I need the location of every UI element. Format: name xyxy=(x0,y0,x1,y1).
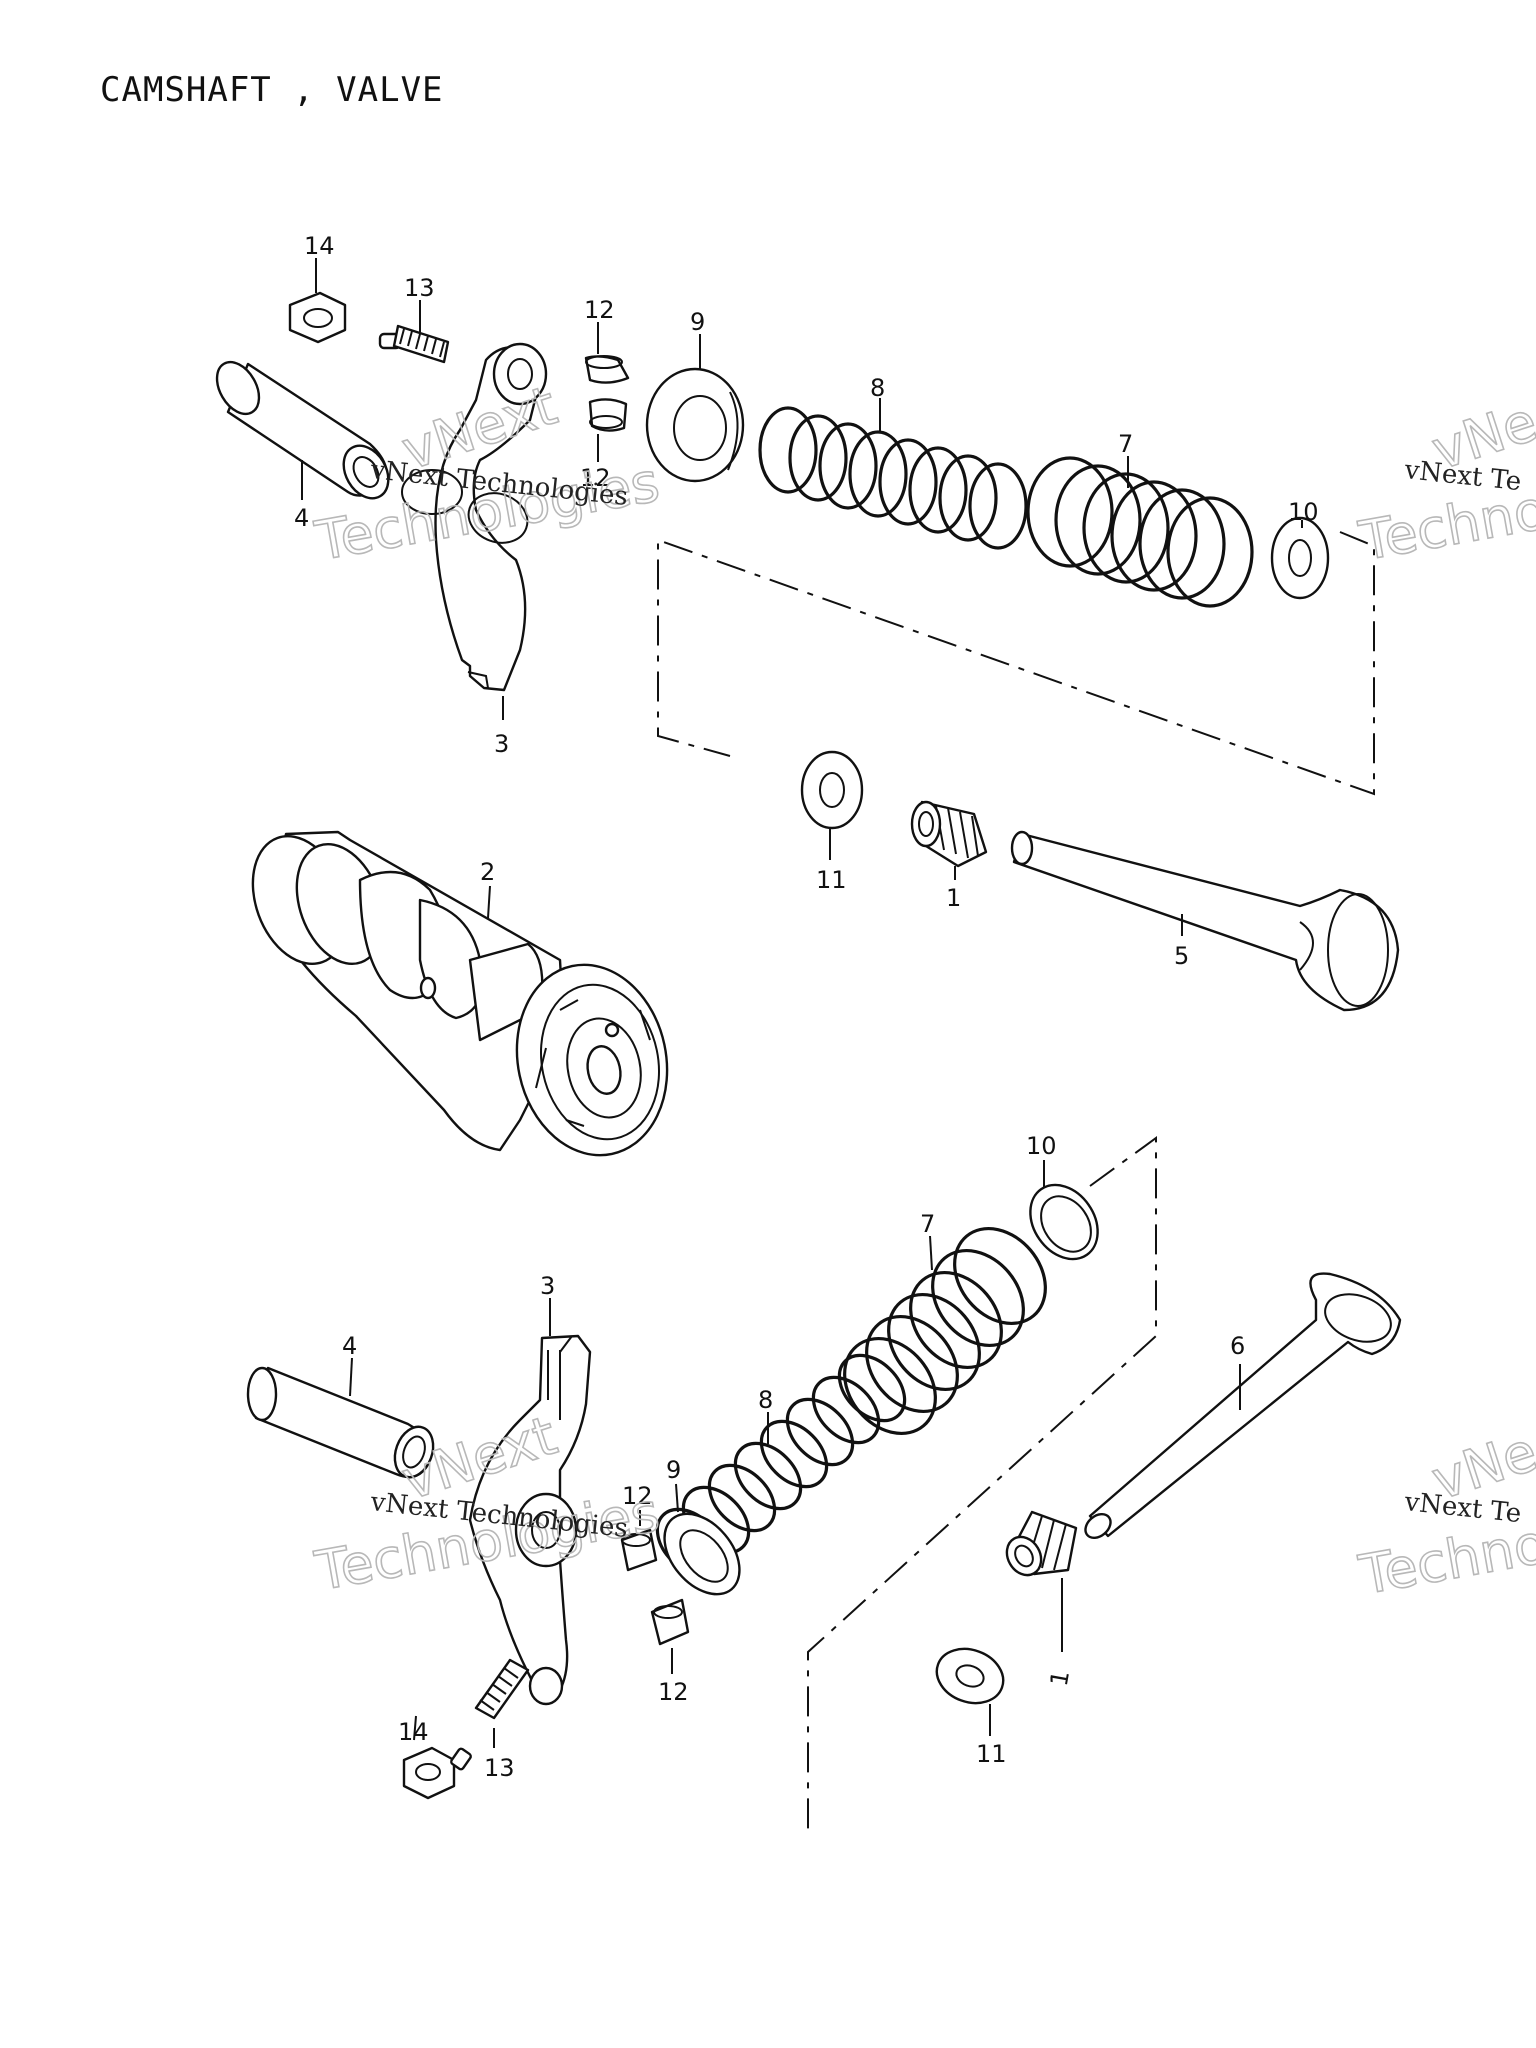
callout-9-top: 9 xyxy=(690,308,705,336)
callout-1-bottom: 1 xyxy=(1045,1668,1075,1688)
spring-seat-bottom xyxy=(1029,1183,1099,1261)
callout-8-top: 8 xyxy=(870,374,885,402)
assembly-axis-line-top xyxy=(657,531,1375,796)
callout-7-bottom: 7 xyxy=(920,1210,935,1238)
callout-8-bottom: 8 xyxy=(758,1386,773,1414)
washer-top xyxy=(800,750,864,830)
adjusting-screw-bottom xyxy=(450,1658,530,1771)
callout-7-top: 7 xyxy=(1118,430,1133,458)
callout-1-top: 1 xyxy=(946,884,961,912)
hex-nut-bottom xyxy=(402,1746,456,1800)
watermark-right-top-techno: Techno xyxy=(1354,478,1536,573)
inner-valve-spring-top xyxy=(758,406,1028,550)
spring-seat-top xyxy=(1270,516,1330,600)
callout-11-top: 11 xyxy=(816,866,847,894)
spring-retainer-bottom xyxy=(663,1512,741,1596)
rocker-arm-bottom xyxy=(468,1334,592,1706)
exhaust-valve xyxy=(1084,1272,1402,1540)
callout-5: 5 xyxy=(1174,942,1189,970)
hex-nut-top xyxy=(288,291,347,344)
callout-12-top-a: 12 xyxy=(584,296,615,324)
valve-collet-top-b xyxy=(588,398,628,432)
washer-bottom xyxy=(935,1647,1005,1705)
callout-3-top: 3 xyxy=(494,730,509,758)
valve-collet-bottom-a xyxy=(620,1528,658,1572)
callout-10-bottom: 10 xyxy=(1026,1132,1057,1160)
valve-stem-seal-top xyxy=(910,800,988,868)
intake-valve xyxy=(1010,830,1400,1012)
inner-valve-spring-bottom xyxy=(655,1353,907,1577)
adjusting-screw-top xyxy=(378,324,450,364)
watermark-right-top: vNe vNext Te Techno xyxy=(1354,389,1536,574)
callout-2: 2 xyxy=(480,858,495,886)
diagram-title: CAMSHAFT , VALVE xyxy=(100,70,444,110)
valve-collet-top-a xyxy=(584,355,630,384)
callout-11-bottom: 11 xyxy=(976,1740,1007,1768)
callout-6: 6 xyxy=(1230,1332,1245,1360)
watermark-right-bottom-techno: Techno xyxy=(1354,1512,1536,1607)
callout-14-top: 14 xyxy=(304,232,335,260)
rocker-shaft-top xyxy=(215,360,390,500)
watermark-right-bottom: vNe vNext Te Techno xyxy=(1354,1419,1536,1608)
spring-retainer-top xyxy=(645,367,745,483)
rocker-shaft-bottom xyxy=(246,1366,435,1479)
outer-valve-spring-bottom xyxy=(843,1226,1047,1436)
outer-valve-spring-top xyxy=(1026,456,1254,608)
callout-4-top: 4 xyxy=(294,504,309,532)
callout-14-bottom: 14 xyxy=(398,1718,429,1746)
assembly-axis-line-bottom xyxy=(807,1136,1157,1830)
callout-9-bottom: 9 xyxy=(666,1456,681,1484)
valve-stem-seal-bottom xyxy=(1005,1510,1078,1577)
callout-10-top: 10 xyxy=(1288,498,1319,526)
camshaft xyxy=(251,830,669,1157)
callout-4-bottom: 4 xyxy=(342,1332,357,1360)
callout-3-bottom: 3 xyxy=(540,1272,555,1300)
callout-12-top-b: 12 xyxy=(580,464,611,492)
callout-12-bottom-b: 12 xyxy=(658,1678,689,1706)
rocker-arm-top xyxy=(401,342,548,692)
callout-12-bottom-a: 12 xyxy=(622,1482,653,1510)
callout-13-bottom: 13 xyxy=(484,1754,515,1782)
valve-collet-bottom-b xyxy=(650,1598,690,1646)
callout-13-top: 13 xyxy=(404,274,435,302)
